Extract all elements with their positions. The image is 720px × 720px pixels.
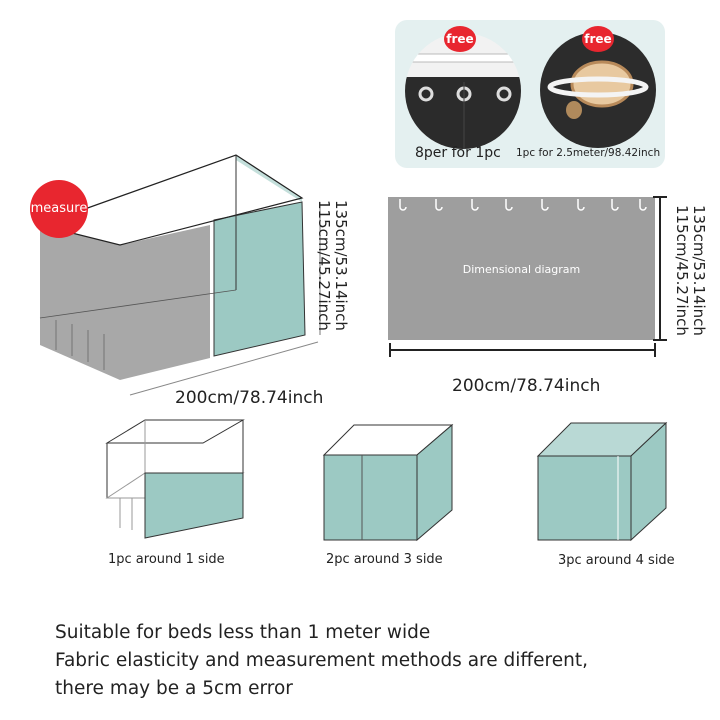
measure-badge: measure [30, 180, 88, 238]
flat-dimension-arrows [389, 196, 667, 357]
main-height-label: 135cm/53.14inch 115cm/45.27inch [315, 200, 350, 331]
main-height-cm-135: 135cm/53.14inch [332, 200, 350, 331]
flat-height-cm-115: 115cm/45.27inch [673, 205, 691, 336]
free-badge-hooks: free [444, 26, 476, 52]
flat-height-label: 135cm/53.14inch 115cm/45.27inch [673, 205, 708, 336]
config-4-side-diagram [536, 421, 668, 542]
config-1-side-diagram [105, 419, 245, 539]
hooks-caption: 8per for 1pc [415, 145, 501, 161]
flat-curtain-panel: Dimensional diagram [388, 197, 655, 340]
main-height-cm-115: 115cm/45.27inch [315, 200, 333, 331]
free-badge-cord: free [582, 26, 614, 52]
config-3-side-diagram [322, 423, 454, 542]
hooks-photo [405, 33, 521, 149]
config-3-label: 3pc around 4 side [558, 553, 675, 568]
bed-curtain-3d-diagram [37, 154, 321, 396]
curtain-hooks-row [399, 199, 647, 211]
note-bed-width: Suitable for beds less than 1 meter wide [55, 622, 431, 643]
config-2-label: 2pc around 3 side [326, 552, 443, 567]
flat-width-label: 200cm/78.74inch [452, 376, 601, 396]
config-1-label: 1pc around 1 side [108, 552, 225, 567]
main-width-label: 200cm/78.74inch [175, 388, 324, 408]
cord-photo [540, 32, 656, 148]
note-elasticity: Fabric elasticity and measurement method… [55, 650, 588, 671]
cord-caption: 1pc for 2.5meter/98.42inch [516, 147, 661, 159]
dimensional-diagram-label: Dimensional diagram [462, 263, 581, 276]
flat-height-cm-135: 135cm/53.14inch [690, 205, 708, 336]
note-error-margin: there may be a 5cm error [55, 678, 293, 699]
